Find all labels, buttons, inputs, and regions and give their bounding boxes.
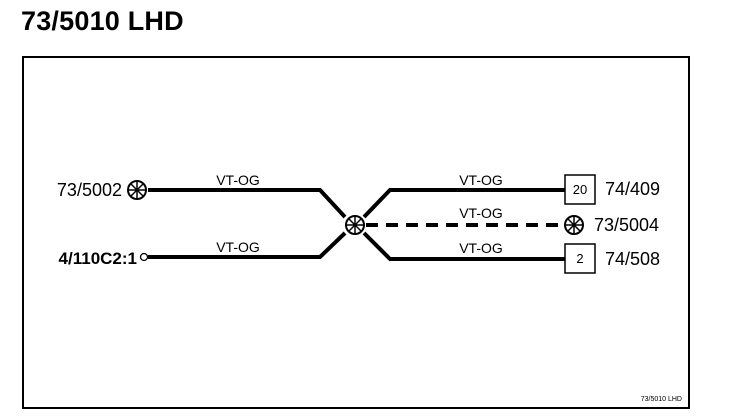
- node-label-74-508: 74/508: [605, 249, 660, 269]
- pin-icon: [139, 252, 149, 262]
- wire-label: VT-OG: [459, 240, 503, 256]
- wire-74-409: [362, 188, 565, 219]
- wire-4-110c2: [148, 231, 347, 259]
- node-label-4-110c2: 4/110C2:1: [59, 249, 137, 268]
- diagram-title: 73/5010 LHD: [21, 6, 184, 36]
- wire-label: VT-OG: [216, 172, 260, 188]
- ground-splice-icon: [127, 180, 147, 200]
- splice-node: [345, 215, 365, 235]
- wire-label: VT-OG: [459, 172, 503, 188]
- wire-label: VT-OG: [216, 239, 260, 255]
- wire-73-5002: [148, 188, 347, 219]
- footer-label: 73/5010 LHD: [641, 396, 682, 403]
- node-label-73-5004: 73/5004: [594, 215, 659, 235]
- connector-box-74-409: [564, 174, 596, 205]
- diagram-frame: [22, 56, 690, 409]
- connector-pin-74-508: 2: [576, 251, 583, 266]
- connector-box-74-508: [564, 243, 596, 274]
- connector-pin-74-409: 20: [573, 182, 587, 197]
- node-label-74-409: 74/409: [605, 179, 660, 199]
- wire-74-508: [362, 231, 565, 261]
- ground-splice-icon: [564, 215, 584, 235]
- node-label-73-5002: 73/5002: [57, 180, 122, 200]
- wire-label: VT-OG: [459, 205, 503, 221]
